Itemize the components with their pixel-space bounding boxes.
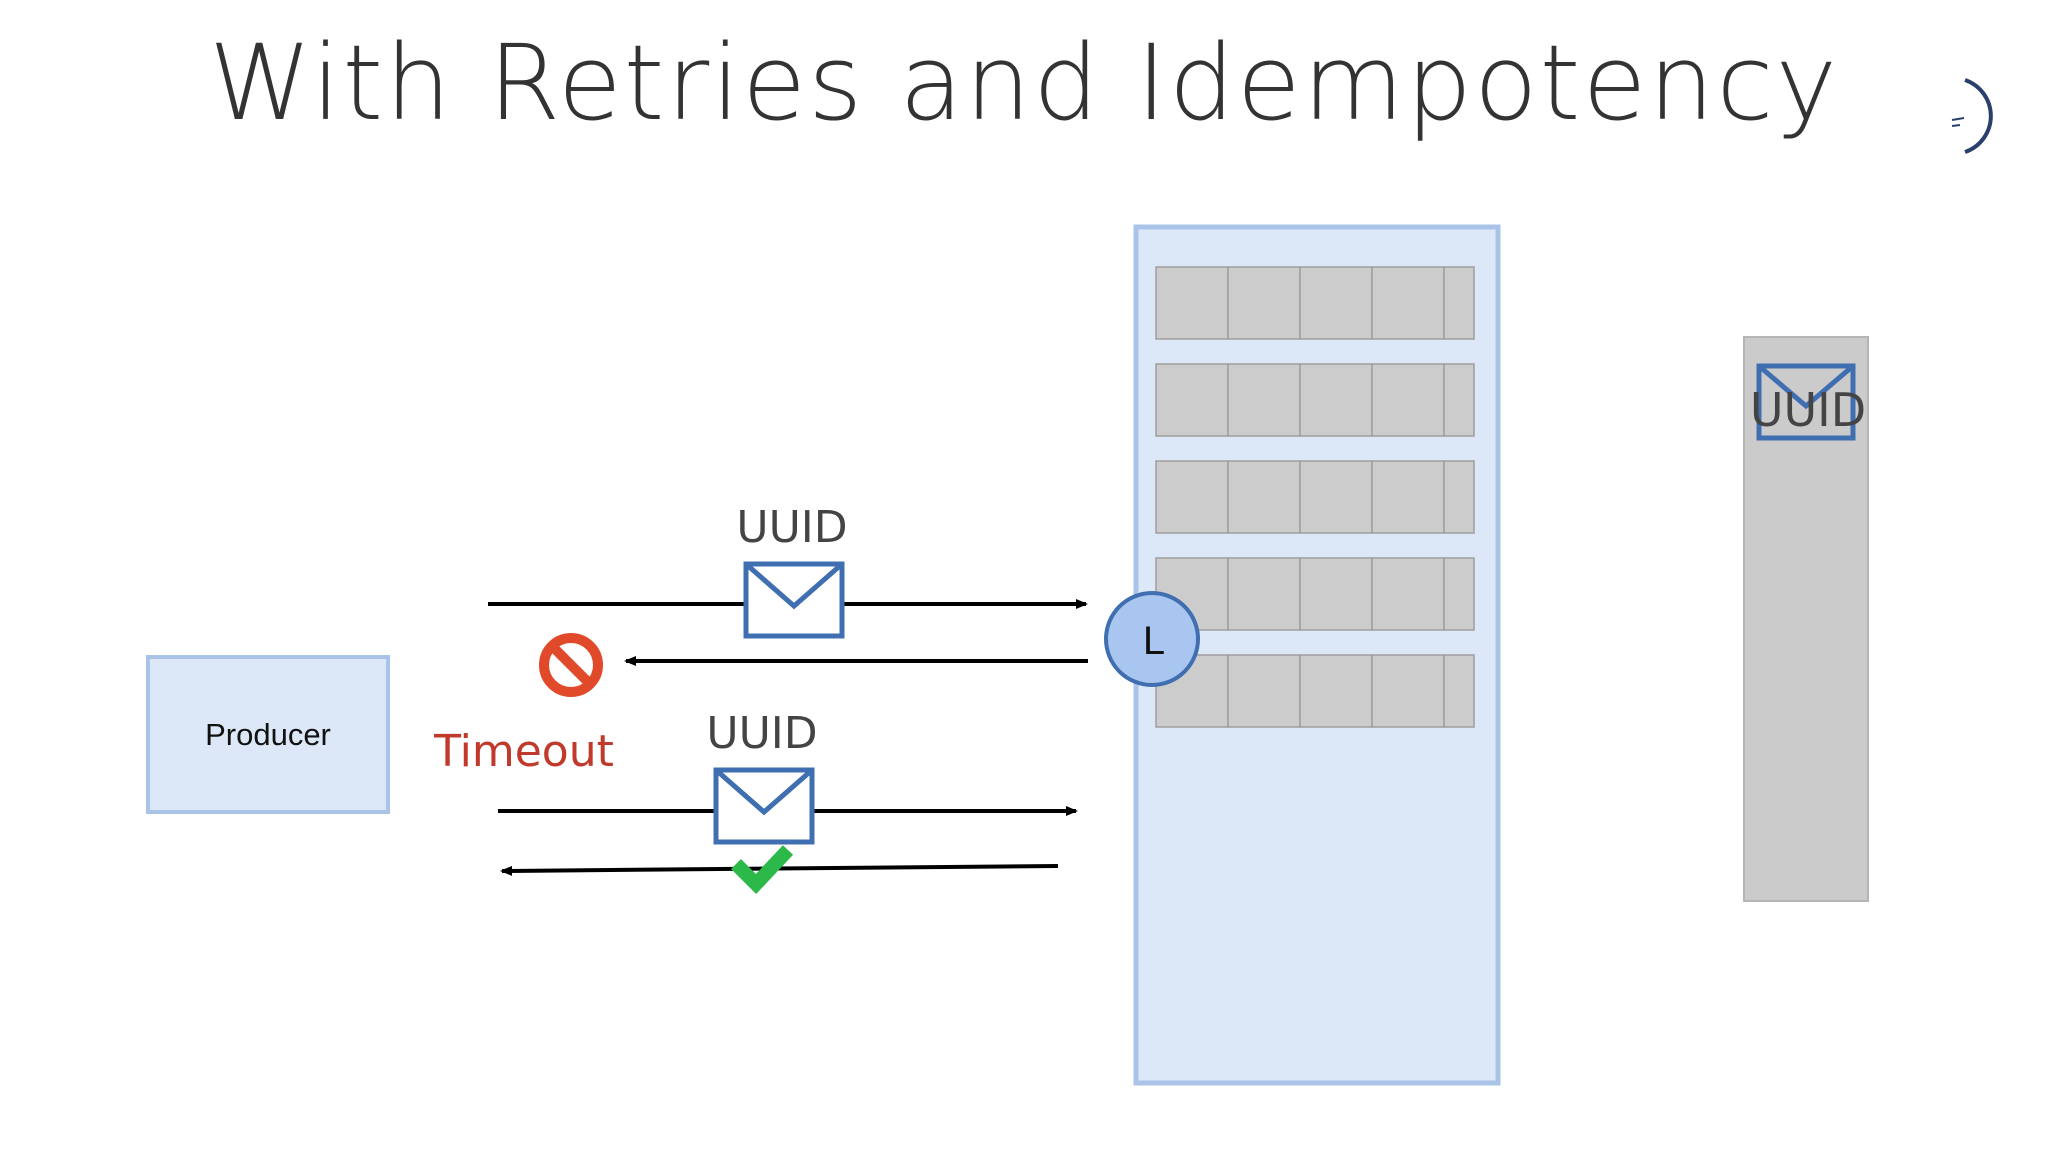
leader-node: L <box>1104 591 1200 687</box>
log-cell <box>1371 557 1445 631</box>
partition-log-grid <box>1155 266 1475 728</box>
log-cell <box>1299 654 1373 728</box>
retry-message-uuid-label: UUID <box>706 708 817 759</box>
envelope-icon <box>743 561 845 639</box>
envelope-icon <box>1756 363 1856 441</box>
log-cell <box>1227 460 1301 534</box>
producer-label: Producer <box>205 717 331 752</box>
log-cell <box>1227 266 1301 340</box>
timeout-label: Timeout <box>433 726 614 777</box>
log-cell <box>1443 266 1475 340</box>
log-cell <box>1227 363 1301 437</box>
log-cell <box>1443 460 1475 534</box>
log-cell <box>1227 654 1301 728</box>
log-cell <box>1299 266 1373 340</box>
log-cell <box>1371 654 1445 728</box>
log-cell <box>1299 363 1373 437</box>
partial-circle-icon <box>1951 78 1993 154</box>
log-cell <box>1371 266 1445 340</box>
checkmark-icon <box>731 845 794 895</box>
log-cell <box>1371 460 1445 534</box>
log-cell <box>1155 363 1229 437</box>
envelope-icon <box>713 767 815 845</box>
log-cell <box>1443 557 1475 631</box>
first-message-uuid-label: UUID <box>736 502 847 553</box>
log-cell <box>1443 654 1475 728</box>
producer-box: Producer <box>146 655 390 814</box>
log-cell <box>1227 557 1301 631</box>
stored-message-uuid-label: UUID <box>1750 383 1866 437</box>
log-cell <box>1299 460 1373 534</box>
prohibited-icon <box>539 633 603 697</box>
log-cell <box>1299 557 1373 631</box>
log-cell <box>1443 363 1475 437</box>
leader-label: L <box>1143 619 1165 663</box>
stored-message-column: UUID <box>1743 336 1869 902</box>
log-cell <box>1155 266 1229 340</box>
slide-title: With Retries and Idempotency <box>208 22 1840 144</box>
log-cell <box>1155 460 1229 534</box>
log-cell <box>1371 363 1445 437</box>
